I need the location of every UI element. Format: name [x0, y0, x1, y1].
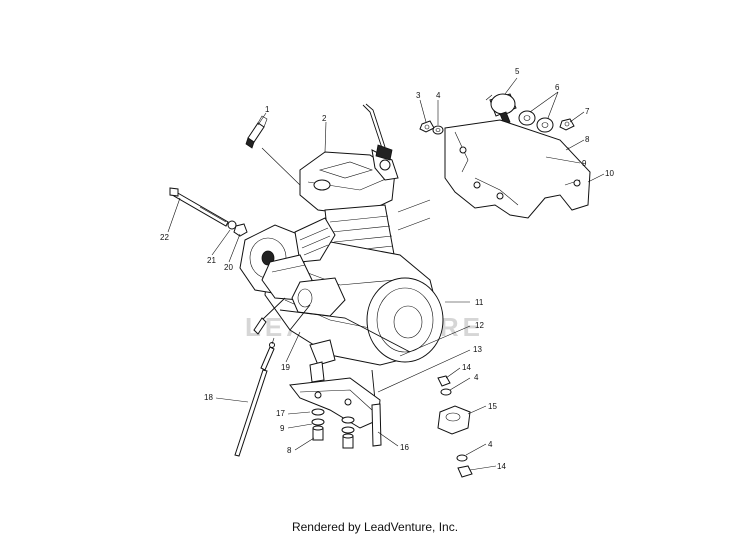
- label-16: 16: [400, 443, 409, 452]
- label-1: 1: [265, 105, 270, 114]
- label-9b: 9: [280, 424, 285, 433]
- leader-lines: [167, 77, 605, 471]
- label-19: 19: [281, 363, 290, 372]
- label-22: 22: [160, 233, 169, 242]
- spark-plug: [245, 115, 301, 186]
- label-4: 4: [436, 91, 441, 100]
- throttle-cable: [253, 297, 311, 335]
- label-5: 5: [515, 67, 520, 76]
- washer-21: [227, 220, 237, 230]
- lower-mount-bracket: [289, 361, 382, 447]
- label-3: 3: [416, 91, 421, 100]
- leader-13: [377, 349, 471, 393]
- callout-labels: 1 2 3 4 5 6 7 8 9 10 11 12 13 14 4 15 4 …: [160, 67, 614, 471]
- label-6: 6: [555, 83, 560, 92]
- nut-20: [233, 223, 248, 237]
- lower-fasteners: [311, 408, 355, 449]
- shift-rod: [234, 337, 275, 457]
- label-7: 7: [585, 107, 590, 116]
- engine-assembly: [239, 149, 444, 366]
- upper-mount-bracket: [397, 93, 591, 231]
- breather-tube: [362, 103, 393, 161]
- label-9: 9: [582, 159, 587, 168]
- label-13: 13: [473, 345, 482, 354]
- long-bolt: [169, 187, 229, 227]
- label-4b: 4: [474, 373, 479, 382]
- footer-credit: Rendered by LeadVenture, Inc.: [291, 520, 459, 534]
- label-12: 12: [475, 321, 484, 330]
- label-14a: 14: [462, 363, 471, 372]
- label-15: 15: [488, 402, 497, 411]
- label-10: 10: [605, 169, 614, 178]
- label-20: 20: [224, 263, 233, 272]
- label-4c: 4: [488, 440, 493, 449]
- cable-12: [279, 309, 411, 353]
- leader-12: [399, 325, 471, 357]
- label-2: 2: [322, 114, 327, 123]
- label-8b: 8: [287, 446, 292, 455]
- label-8: 8: [585, 135, 590, 144]
- label-17: 17: [276, 409, 285, 418]
- label-18: 18: [204, 393, 213, 402]
- label-14b: 14: [497, 462, 506, 471]
- lower-right-mount: [437, 375, 473, 478]
- label-21: 21: [207, 256, 216, 265]
- label-11: 11: [475, 298, 484, 307]
